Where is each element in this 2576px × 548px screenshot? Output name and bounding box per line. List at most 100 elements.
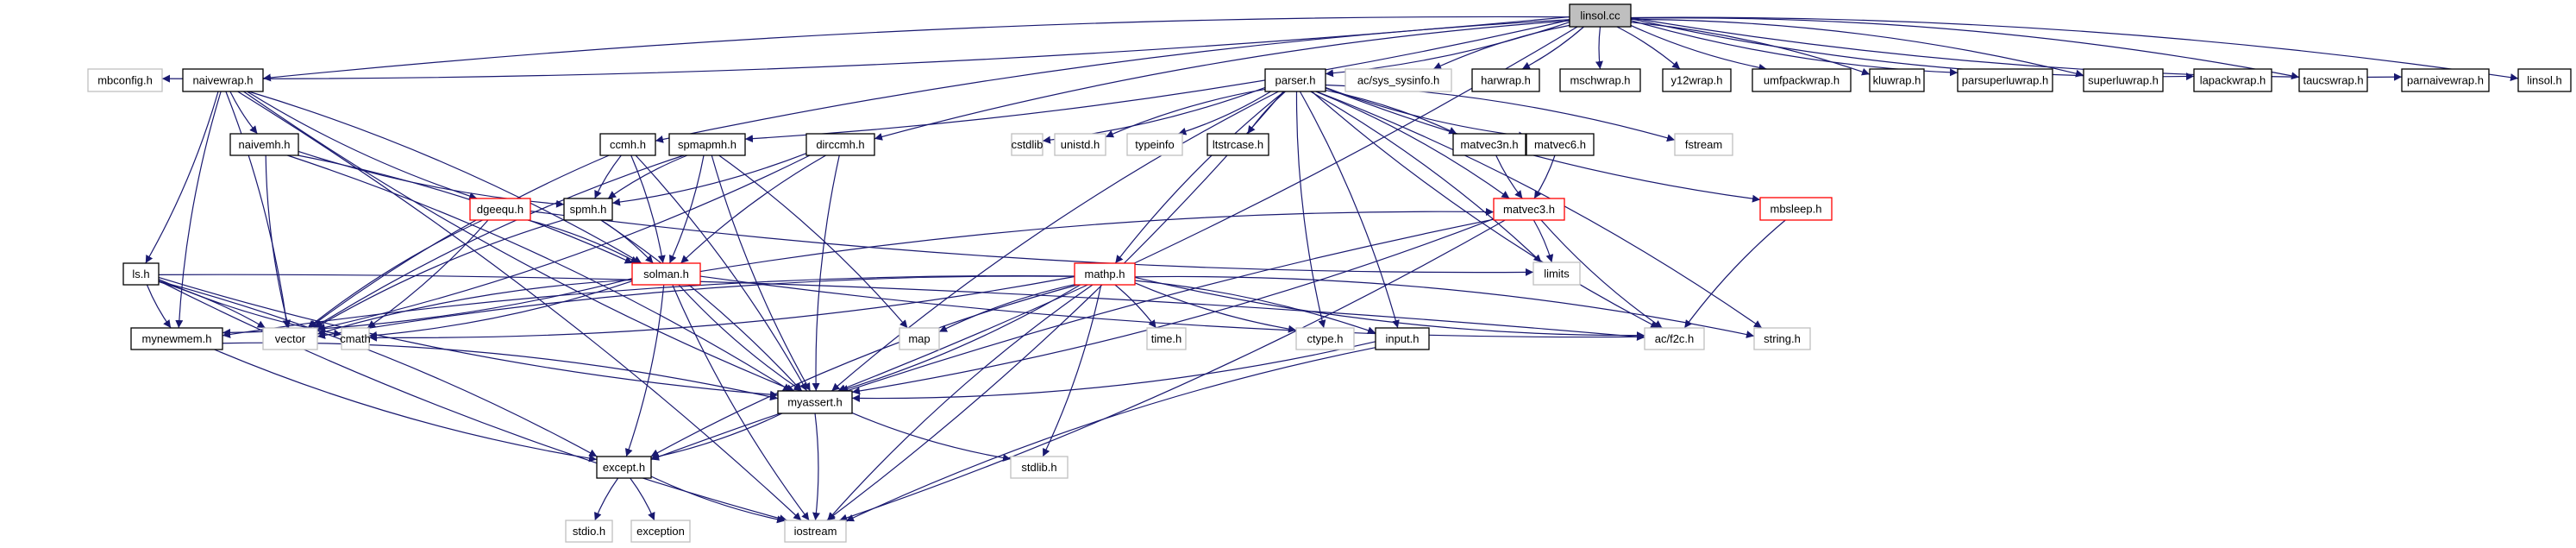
node-taucswrap-h[interactable]: taucswrap.h [2298, 68, 2368, 92]
node-dirccmh-h[interactable]: dirccmh.h [805, 133, 875, 156]
node-linsol-cc[interactable]: linsol.cc [1569, 3, 1632, 28]
edge-myassert_h-to-iostream [812, 413, 820, 521]
node-label: spmh.h [570, 203, 607, 216]
edge-ls_h-to-ac_f2c_h [158, 274, 1645, 341]
edge-parser_h-to-typeinfo [1178, 91, 1271, 135]
node-ls-h[interactable]: ls.h [122, 262, 160, 286]
node-box [229, 133, 299, 156]
node-box [899, 327, 940, 350]
node-box [122, 262, 160, 286]
edge-linsol_cc-to-mschwrap_h [1595, 26, 1603, 70]
edge-mynewmem_h-to-except_h [214, 349, 598, 463]
node-label: exception [636, 525, 685, 538]
edge-naivewrap_h-to-solman_h [248, 91, 642, 264]
edge-linsol_cc-to-naivewrap_h [262, 16, 1570, 82]
edge-spmapmh_h-to-map [718, 154, 908, 329]
node-matvec3-h[interactable]: matvec3.h [1493, 198, 1565, 221]
node-parsuperluwrap-h[interactable]: parsuperluwrap.h [1957, 68, 2053, 92]
edge-linsol_cc-to-ac_sys_sysinfo_h [1432, 24, 1570, 70]
edge-parser_h-to-iostream [826, 91, 1284, 521]
node-harwrap-h[interactable]: harwrap.h [1471, 68, 1540, 92]
node-ac-f2c-h: ac/f2c.h [1644, 327, 1705, 350]
node-matvec3n-h[interactable]: matvec3n.h [1452, 133, 1526, 156]
node-superluwrap-h[interactable]: superluwrap.h [2083, 68, 2164, 92]
edge-parser_h-to-mbsleep_h [1325, 87, 1761, 203]
node-label: lapackwrap.h [2200, 74, 2266, 87]
edge-mathp_h-to-time_h [1114, 284, 1157, 329]
node-label: y12wrap.h [1671, 74, 1723, 87]
node-spmapmh-h[interactable]: spmapmh.h [668, 133, 746, 156]
edge-parser_h-to-myassert_h [831, 91, 1279, 392]
node-ac-sys-sysinfo-h: ac/sys_sysinfo.h [1344, 68, 1452, 92]
node-linsol-h[interactable]: linsol.h [2517, 68, 2572, 92]
edge-dgeequ_h-to-solman_h [527, 219, 639, 264]
edge-mathp_h-to-string_h [1134, 275, 1755, 338]
node-box [1644, 327, 1705, 350]
node-box [1452, 133, 1526, 156]
node-box [1532, 261, 1581, 286]
edge-naivemh_h-to-vector [265, 154, 291, 329]
edge-mathp_h-to-ac_f2c_h [1134, 276, 1645, 340]
node-box [1375, 327, 1430, 350]
node-box [1010, 456, 1069, 479]
node-label: matvec3.h [1503, 203, 1555, 216]
node-solman-h[interactable]: solman.h [631, 262, 701, 286]
node-box [1869, 68, 1925, 92]
node-label: harwrap.h [1481, 74, 1531, 87]
node-parser-h[interactable]: parser.h [1264, 68, 1326, 92]
edge-linsol_cc-to-umfpackwrap_h [1630, 24, 1767, 72]
node-mathp-h[interactable]: mathp.h [1074, 262, 1136, 286]
edge-mathp_h-to-except_h [650, 284, 1079, 457]
node-box [1074, 262, 1136, 286]
edge-mathp_h-to-vector [317, 275, 1075, 339]
edge-naivemh_h-to-solman_h [298, 154, 633, 264]
node-label: ltstrcase.h [1213, 138, 1263, 151]
node-except-h[interactable]: except.h [596, 456, 652, 479]
edge-ccmh_h-to-solman_h [630, 154, 666, 264]
node-mbsleep-h[interactable]: mbsleep.h [1759, 197, 1833, 221]
node-y12wrap-h[interactable]: y12wrap.h [1662, 68, 1732, 92]
node-label: stdlib.h [1021, 461, 1056, 474]
node-kluwrap-h[interactable]: kluwrap.h [1869, 68, 1925, 92]
edge-naivemh_h-to-myassert_h [287, 154, 792, 392]
node-naivewrap-h[interactable]: naivewrap.h [182, 68, 264, 92]
node-box [1674, 133, 1733, 156]
edge-dirccmh_h-to-spmh_h [611, 153, 807, 206]
node-spmh-h[interactable]: spmh.h [563, 198, 613, 221]
node-box [563, 198, 613, 221]
node-label: naivemh.h [239, 138, 291, 151]
node-dgeequ-h[interactable]: dgeequ.h [469, 198, 531, 221]
node-input-h[interactable]: input.h [1375, 327, 1430, 350]
edge-parser_h-to-string_h [1316, 91, 1763, 329]
node-mynewmem-h[interactable]: mynewmem.h [130, 327, 223, 350]
node-box [1295, 327, 1355, 350]
node-label: umfpackwrap.h [1764, 74, 1840, 87]
node-iostream: iostream [784, 520, 847, 543]
node-mschwrap-h[interactable]: mschwrap.h [1559, 68, 1641, 92]
edge-parser_h-to-matvec6_h [1325, 86, 1527, 140]
node-label: cstdlib [1012, 138, 1044, 151]
node-myassert-h[interactable]: myassert.h [777, 390, 853, 414]
node-unistd-h: unistd.h [1054, 133, 1106, 156]
node-label: time.h [1151, 332, 1181, 345]
node-parnaivewrap-h[interactable]: parnaivewrap.h [2401, 68, 2490, 92]
node-label: kluwrap.h [1873, 74, 1921, 87]
edge-solman_h-to-myassert_h [678, 284, 803, 392]
node-umfpackwrap-h[interactable]: umfpackwrap.h [1752, 68, 1852, 92]
node-label: unistd.h [1061, 138, 1100, 151]
node-label: fstream [1685, 138, 1722, 151]
node-naivemh-h[interactable]: naivemh.h [229, 133, 299, 156]
node-ccmh-h[interactable]: ccmh.h [599, 133, 656, 156]
node-ltstrcase-h[interactable]: ltstrcase.h [1207, 133, 1269, 156]
node-box [1493, 198, 1565, 221]
edge-dgeequ_h-to-limits [530, 211, 1534, 276]
node-label: matvec6.h [1534, 138, 1586, 151]
node-lapackwrap-h[interactable]: lapackwrap.h [2193, 68, 2272, 92]
node-fstream: fstream [1674, 133, 1733, 156]
edge-parser_h-to-ac_f2c_h [1311, 91, 1659, 329]
edge-ls_h-to-cmath [158, 279, 342, 337]
edge-mathp_h-to-map [938, 284, 1075, 333]
node-label: linsol.cc [1580, 9, 1620, 22]
node-label: stdio.h [573, 525, 605, 538]
node-matvec6-h[interactable]: matvec6.h [1526, 133, 1595, 156]
